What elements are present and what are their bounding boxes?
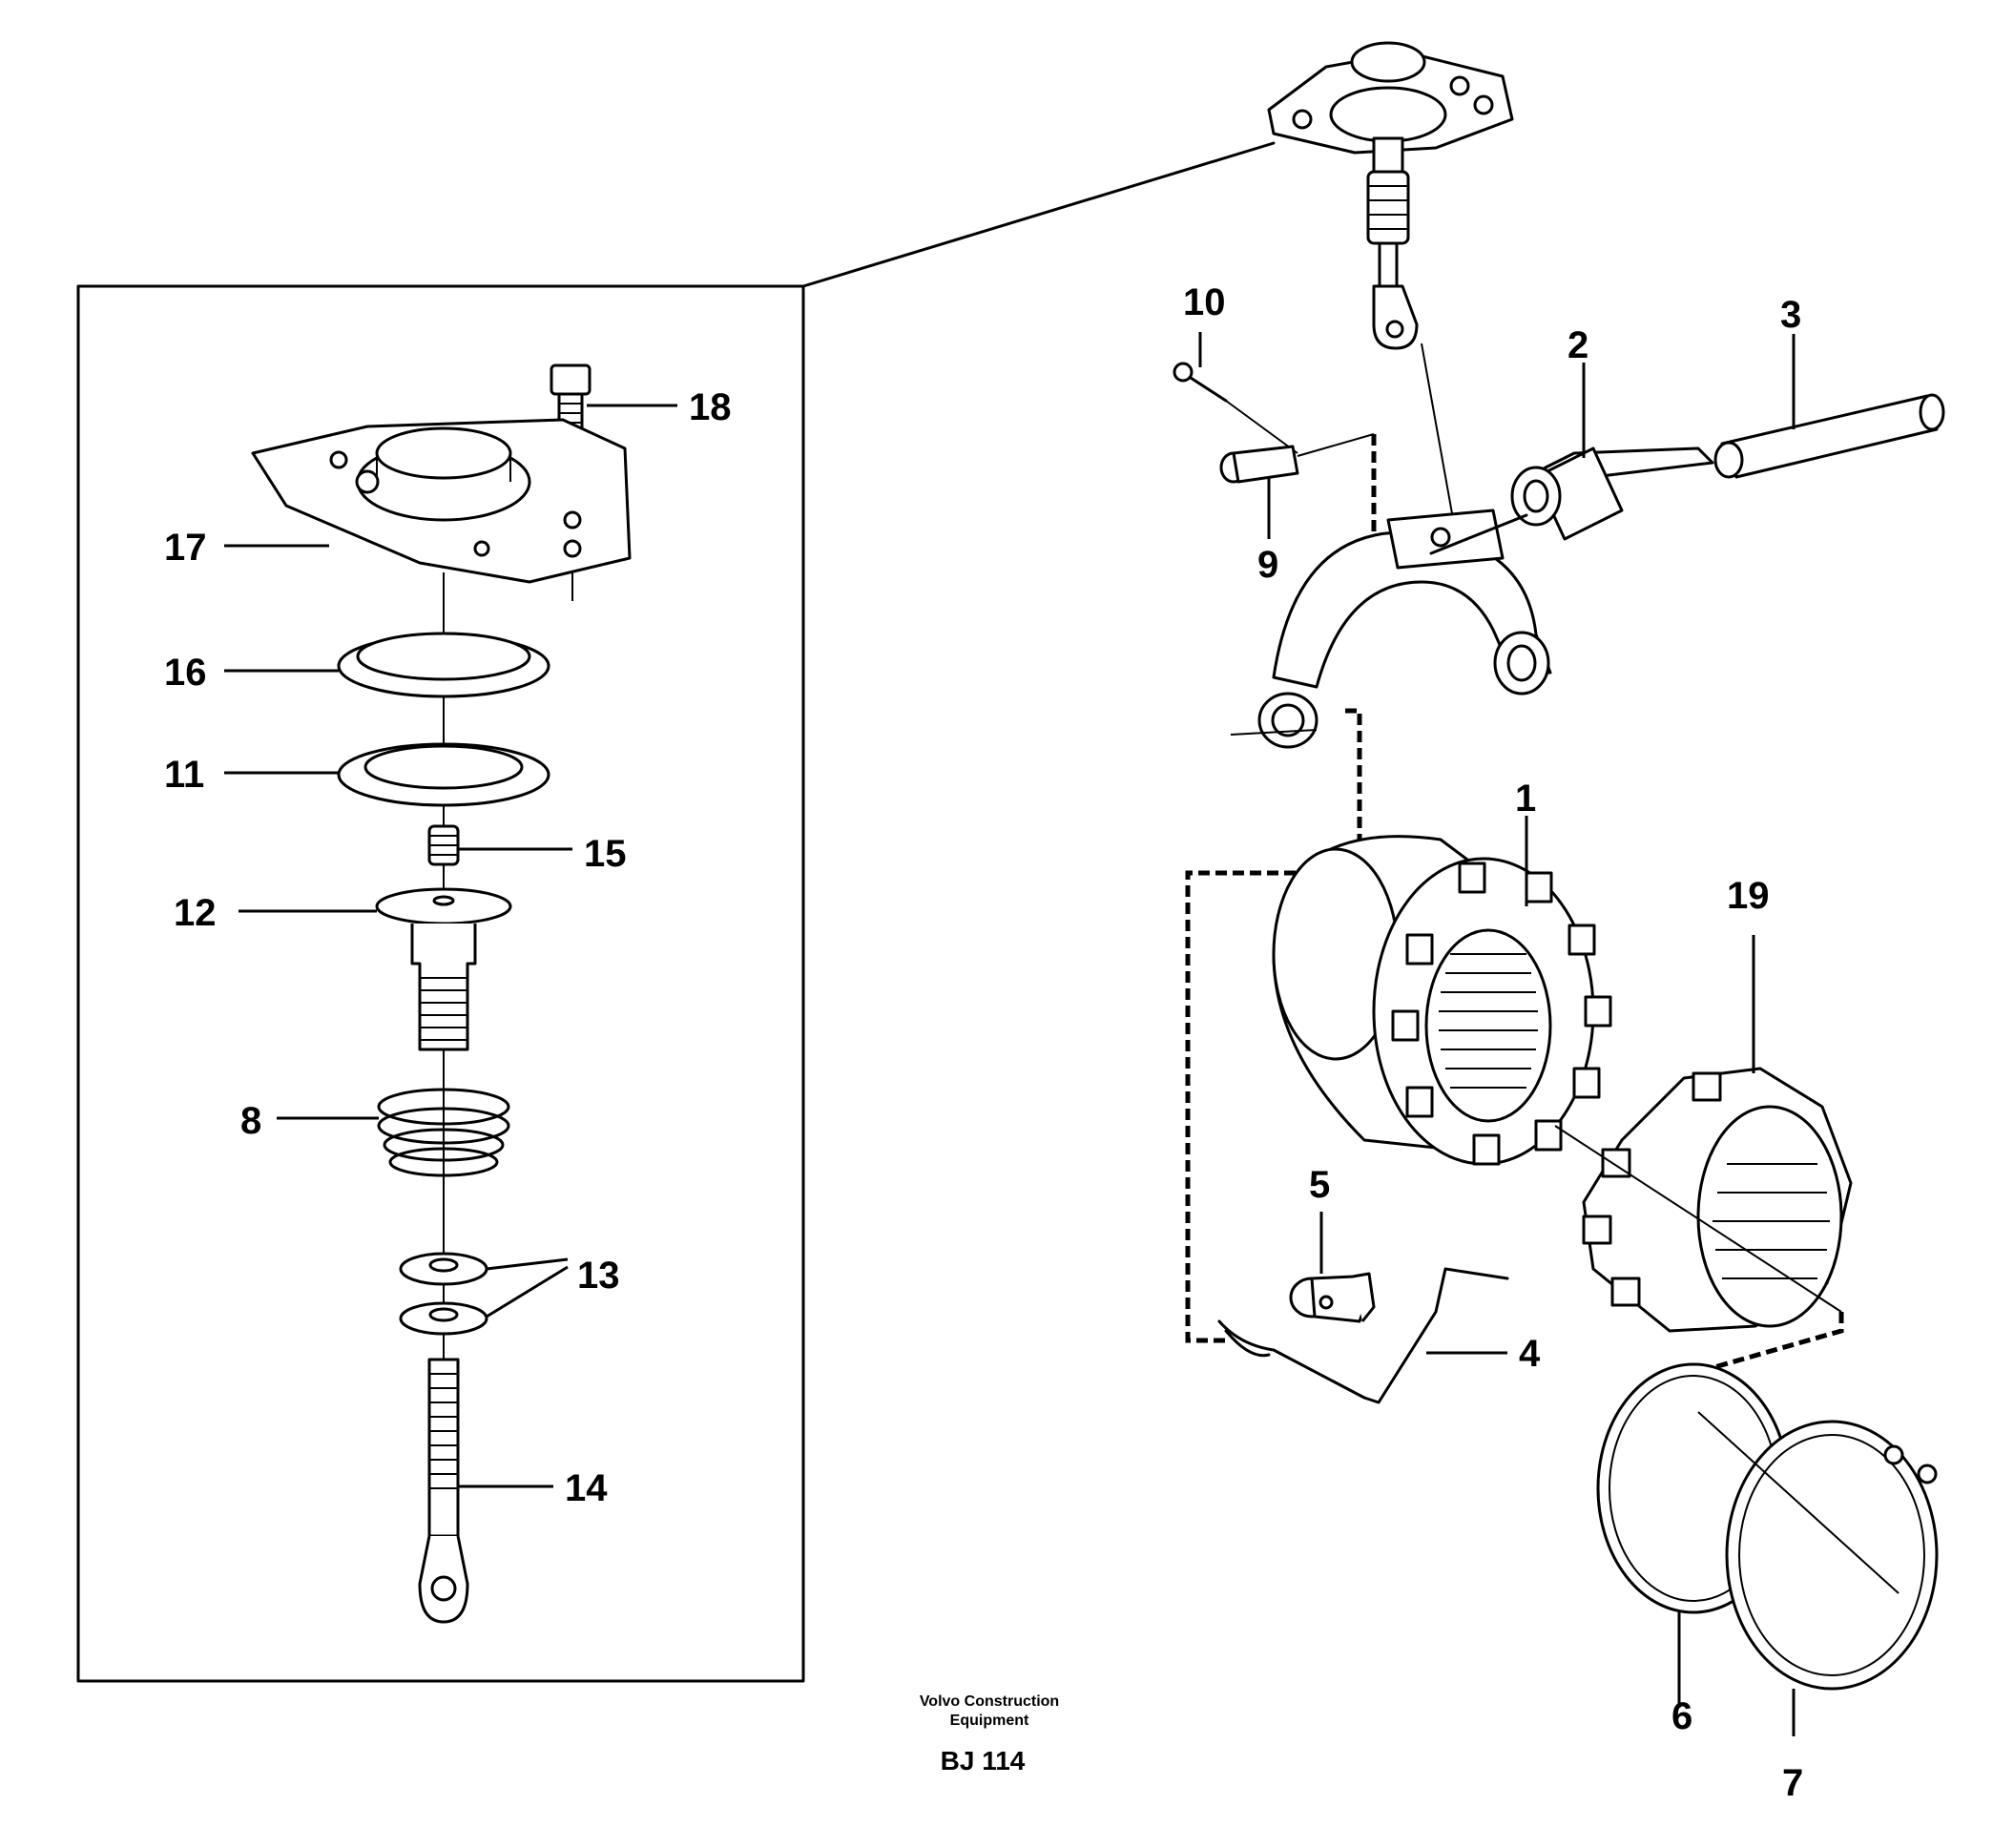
label-14: 14: [565, 1467, 608, 1509]
label-16: 16: [164, 652, 207, 694]
label-18: 18: [689, 386, 732, 428]
dashed-guide-9: [1371, 434, 1393, 556]
ring-axis: [1697, 1411, 1900, 1594]
label-7: 7: [1782, 1762, 1803, 1804]
part-5-detent-pin: [1289, 1212, 1376, 1323]
footer: Volvo Construction Equipment BJ 114: [920, 1693, 1059, 1775]
label-4: 4: [1519, 1333, 1541, 1375]
label-17: 17: [164, 527, 207, 569]
part-7-circlip: [1725, 1420, 1939, 1736]
label-5: 5: [1309, 1164, 1330, 1206]
leader-13a: [486, 1257, 569, 1271]
label-15: 15: [584, 833, 627, 875]
part-9-pin: [1219, 433, 1375, 539]
part-18-bolt: [550, 363, 592, 434]
label-19: 19: [1727, 875, 1770, 917]
part-19-coupling: [1554, 935, 1853, 1333]
label-12: 12: [174, 892, 217, 934]
label-8: 8: [240, 1100, 261, 1142]
label-10: 10: [1183, 281, 1226, 323]
part-14-eye-bolt: [418, 1358, 469, 1624]
part-11-bearing-ring: [337, 742, 550, 807]
part-16-seal-ring: [337, 632, 550, 698]
label-2: 2: [1567, 324, 1588, 366]
main-assembly: 10 9 2 3 1 19 5 4 6 7: [1173, 41, 1945, 1804]
label-3: 3: [1780, 294, 1801, 336]
label-11: 11: [164, 754, 204, 796]
label-6: 6: [1671, 1695, 1692, 1737]
detail-inset: 18 17 16 11 15 12 8 13 14: [76, 141, 1276, 1683]
inset-frame: [76, 284, 805, 1683]
label-9: 9: [1257, 544, 1278, 586]
part-15-set-screw: [427, 824, 460, 866]
shift-fork: [1230, 509, 1552, 749]
part-10-split-pin: [1173, 332, 1298, 454]
part-2-shift-shaft: [1429, 363, 1714, 555]
part-8-spring: [377, 1088, 510, 1177]
leader-13b: [486, 1265, 569, 1319]
part-17-cover-plate: [251, 418, 632, 584]
top-housing-assembly: [1267, 41, 1514, 530]
dashed-guide-fork: [1185, 708, 1362, 1343]
company-name-line2: Equipment: [950, 1713, 1029, 1729]
dashed-guide-rings: [1671, 1312, 1844, 1402]
part-1-sliding-sleeve: [1272, 816, 1612, 1166]
label-1: 1: [1515, 778, 1536, 820]
part-12-pin: [375, 887, 512, 1051]
part-13-nuts: [399, 1252, 488, 1336]
company-name-line1: Volvo Construction: [920, 1693, 1059, 1710]
label-13: 13: [577, 1255, 620, 1297]
inset-connector-line: [801, 141, 1276, 288]
part-3-tube: [1713, 334, 1945, 479]
part-4-spring-wire: [1217, 1267, 1509, 1404]
drawing-code: BJ 114: [941, 1746, 1026, 1775]
